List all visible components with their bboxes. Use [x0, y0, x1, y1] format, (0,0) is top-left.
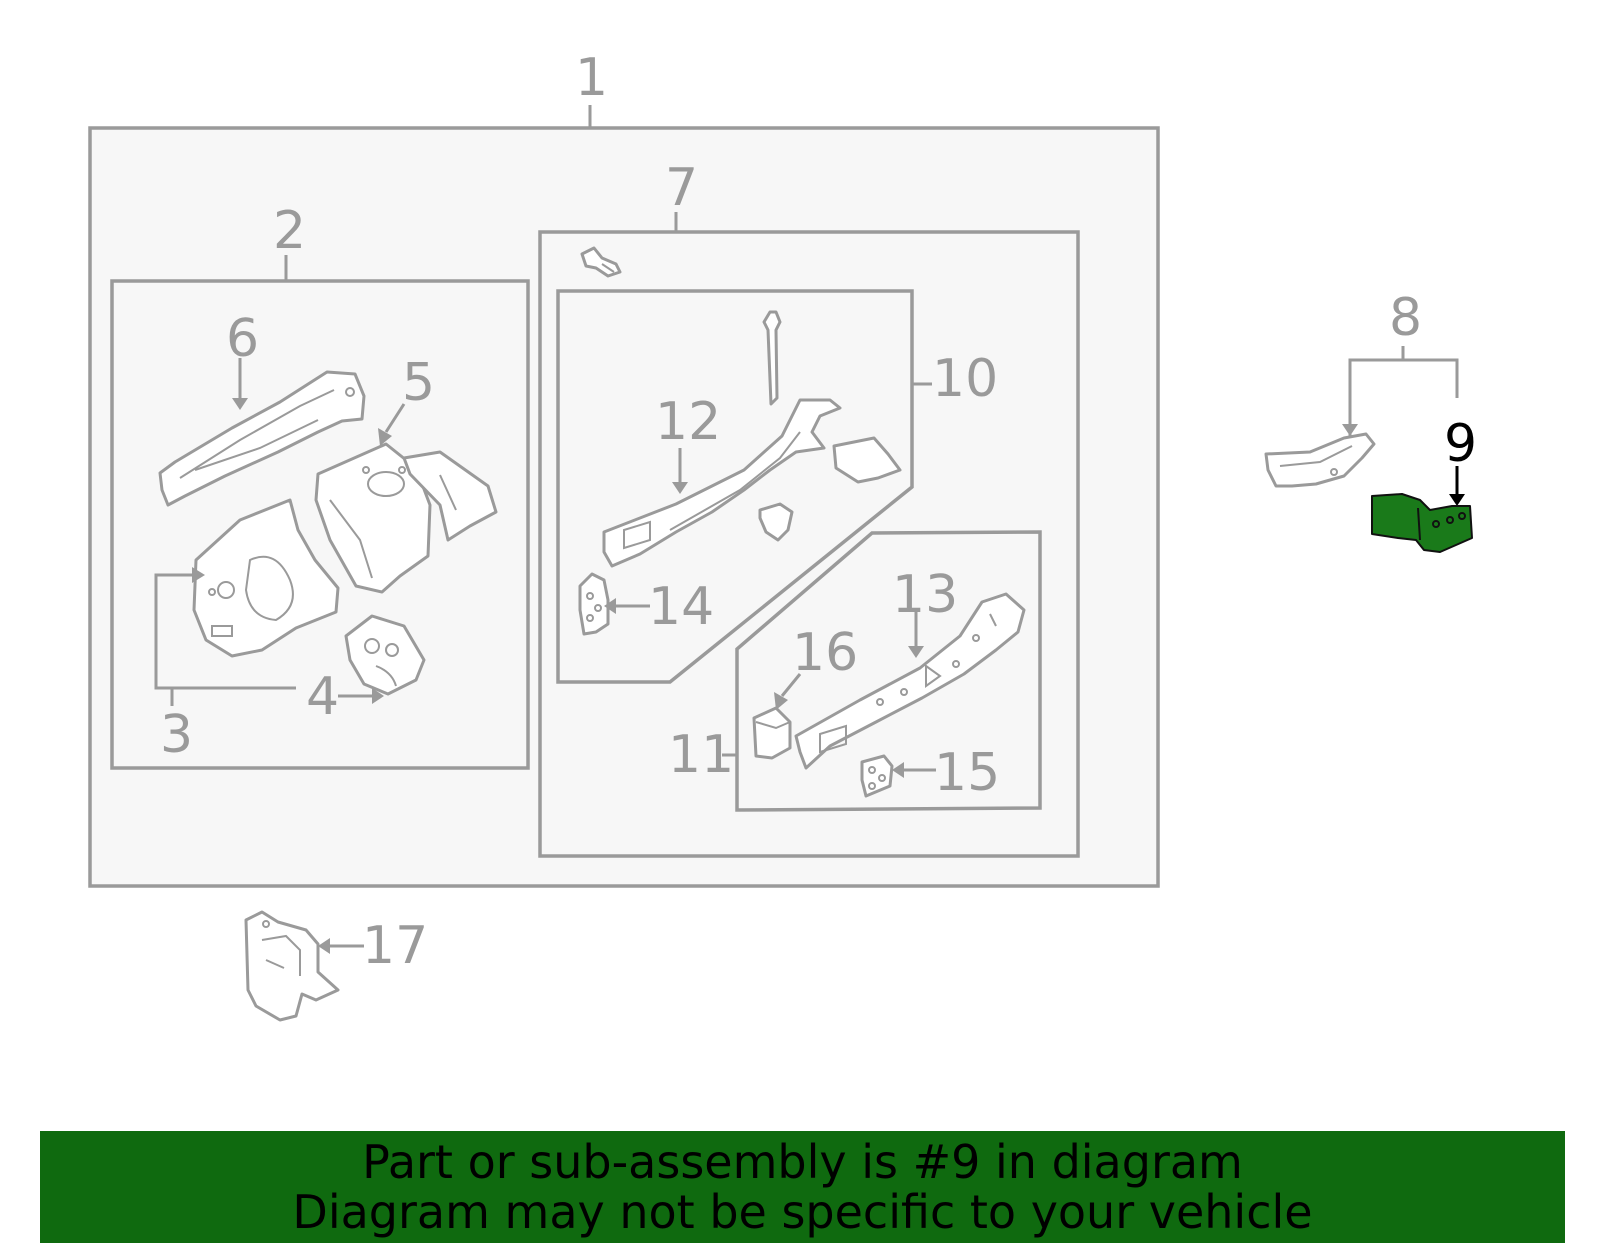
info-banner: Part or sub-assembly is #9 in diagram Di…	[40, 1131, 1565, 1243]
part-14-plate	[578, 572, 610, 636]
callout-3: 3	[160, 705, 193, 765]
callout-7: 7	[665, 158, 698, 218]
callout-17: 17	[362, 916, 428, 976]
frame-1	[88, 126, 1160, 888]
callout-11: 11	[668, 725, 734, 785]
callout-8: 8	[1389, 288, 1422, 348]
part-8-bracket	[1264, 432, 1376, 488]
part-5-tower	[314, 442, 498, 594]
callout-12: 12	[655, 392, 721, 452]
callout-5: 5	[402, 353, 435, 413]
callout-4: 4	[306, 667, 339, 727]
banner-line-1: Part or sub-assembly is #9 in diagram	[362, 1135, 1243, 1189]
callout-1: 1	[575, 48, 608, 108]
part-4-bracket	[344, 614, 426, 696]
part-13-rail	[794, 592, 1026, 770]
callout-13: 13	[892, 565, 958, 625]
part-3-apron	[192, 498, 340, 658]
part-9-highlighted	[1371, 493, 1473, 553]
part-17-mount	[244, 910, 340, 1022]
banner-line-2: Diagram may not be specific to your vehi…	[292, 1185, 1313, 1239]
part-6-rail	[158, 370, 366, 507]
part-12-member	[602, 310, 902, 568]
part-15-plate	[860, 754, 894, 798]
bolt-icon	[580, 246, 622, 278]
callout-14: 14	[648, 577, 714, 637]
callout-10: 10	[932, 349, 998, 409]
callout-16: 16	[792, 623, 858, 683]
callout-15: 15	[934, 743, 1000, 803]
frame-11	[735, 530, 1042, 812]
callout-9: 9	[1444, 414, 1477, 474]
callout-6: 6	[226, 309, 259, 369]
frame-10	[556, 289, 914, 684]
frame-7	[538, 230, 1080, 858]
callout-2: 2	[273, 201, 306, 261]
frame-2	[110, 279, 530, 770]
part-16-bracket	[752, 706, 792, 760]
